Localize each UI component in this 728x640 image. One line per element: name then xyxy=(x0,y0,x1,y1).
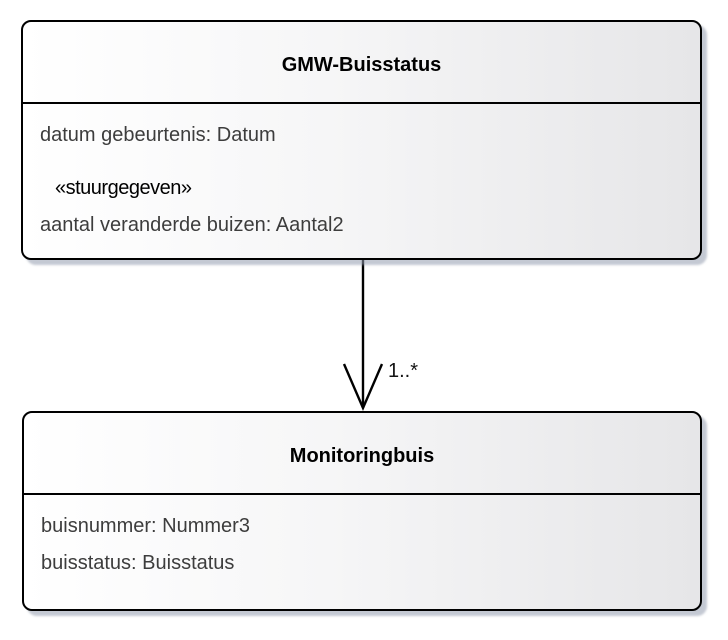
association-multiplicity: 1..* xyxy=(388,360,419,382)
open-arrowhead-icon xyxy=(342,363,384,412)
attribute-line: aantal veranderde buizen: Aantal2 xyxy=(40,214,344,236)
attributes-compartment: buisnummer: Nummer3 buisstatus: Buisstat… xyxy=(24,495,700,582)
attribute-line: buisstatus: Buisstatus xyxy=(41,552,235,574)
attribute-line: buisnummer: Nummer3 xyxy=(41,515,250,537)
class-box-monitoringbuis: Monitoringbuis buisnummer: Nummer3 buiss… xyxy=(22,411,702,611)
class-name: GMW-Buisstatus xyxy=(281,53,442,76)
attributes-compartment: datum gebeurtenis: Datum «stuurgegeven» … xyxy=(23,104,700,244)
attribute-line: datum gebeurtenis: Datum xyxy=(40,124,276,146)
class-name: Monitoringbuis xyxy=(289,444,435,467)
stereotype-label: «stuurgegeven» xyxy=(55,177,192,199)
class-box-gmw-buisstatus: GMW-Buisstatus datum gebeurtenis: Datum … xyxy=(21,20,702,260)
class-header: Monitoringbuis xyxy=(24,413,700,495)
class-header: GMW-Buisstatus xyxy=(23,22,700,104)
